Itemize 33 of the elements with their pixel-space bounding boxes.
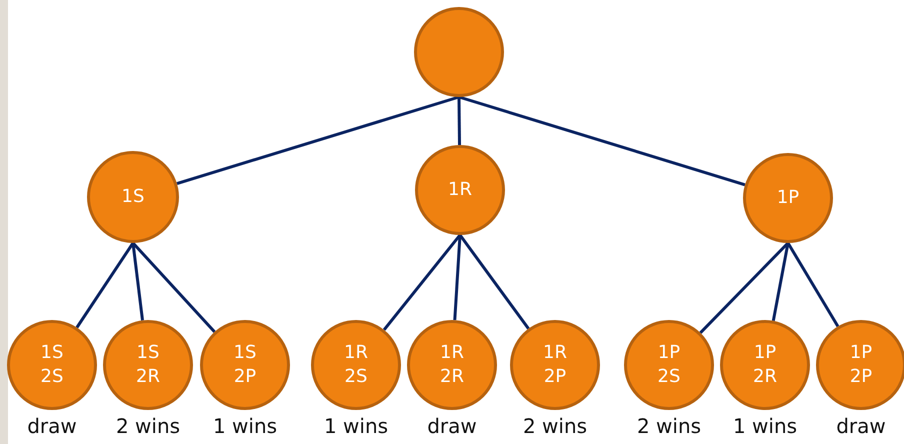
node-label: 1P 2S [656,341,682,389]
outcome-label: draw [427,414,477,438]
node-label: 1P 2P [848,341,874,389]
node-label: 1S 2P [232,341,258,389]
node-label: 1R [448,178,472,202]
node-label: 1R 2P [542,341,568,389]
connector-line [76,242,134,328]
outcome-label: 1 wins [212,414,278,438]
connector-line [458,96,462,146]
outcome-label: draw [27,414,77,438]
node-label: 1R 2R [439,341,465,389]
node-label: 1R 2S [343,341,369,389]
outcome-label: 1 wins [732,414,798,438]
connector-line [132,242,144,321]
outcome-label: 1 wins [324,414,388,438]
node-label: 1S 2S [40,341,64,389]
outcome-label: 2 wins [522,414,588,438]
connector-line [176,96,460,185]
outcome-label: 2 wins [636,414,702,438]
node-label: 1P 2R [752,341,778,389]
node-label: 1S 2R [135,341,161,389]
connector-line [786,242,840,328]
node-label: 1S [122,185,144,209]
connector-line [458,96,746,186]
connector-line [453,234,462,320]
connector-line [132,242,216,333]
connector-line [699,242,790,334]
outcome-label: draw [836,414,886,438]
connector-line [458,234,530,330]
connector-line [772,242,790,322]
node-label: 1P [776,186,800,210]
outcome-label: 2 wins [116,414,180,438]
connector-line [382,234,462,331]
